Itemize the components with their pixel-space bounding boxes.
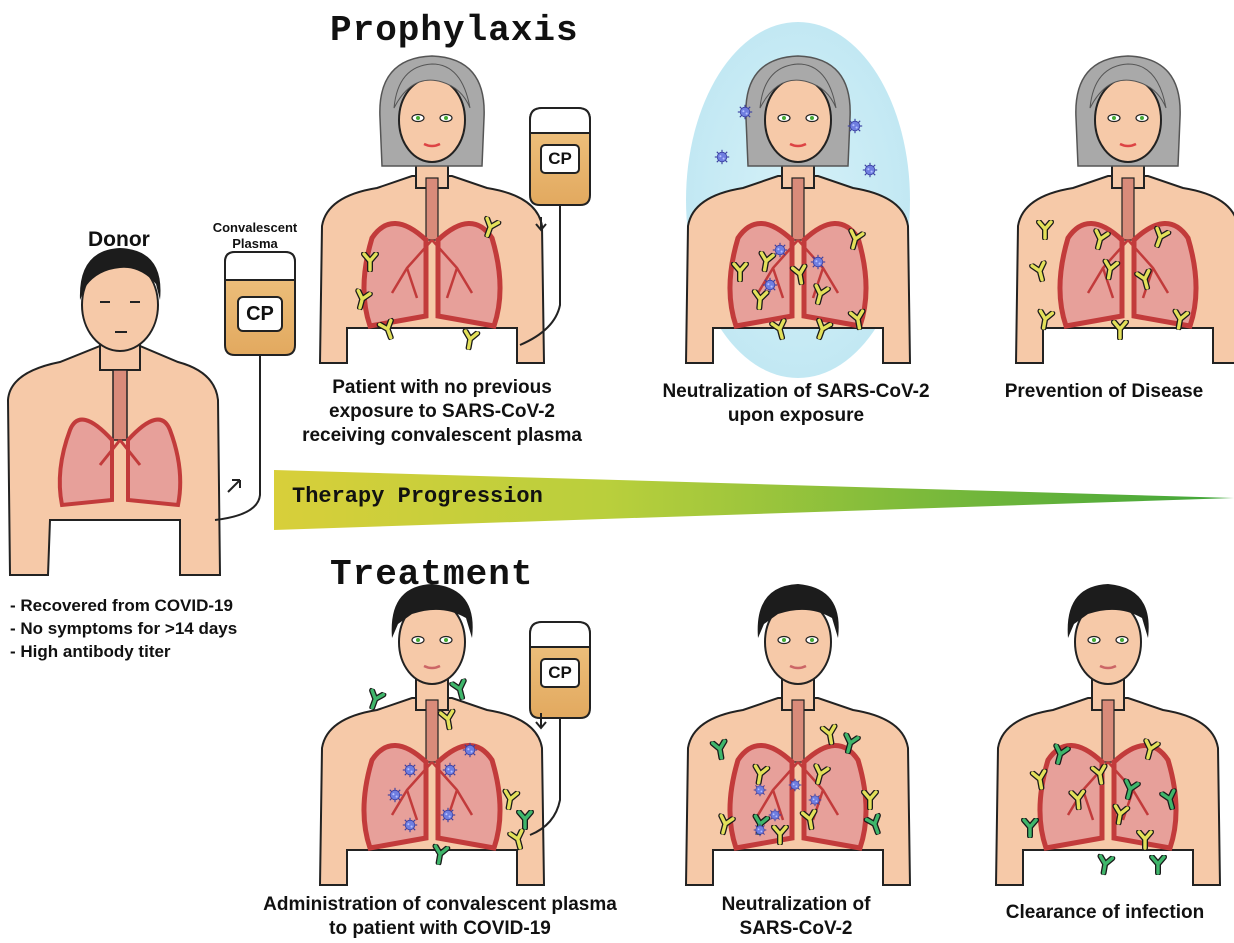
donor-figure	[8, 248, 220, 575]
treatment-patient-3	[996, 584, 1220, 885]
antibody-icon	[463, 331, 478, 349]
prophylaxis-caption-1: Patient with no previous exposure to SAR…	[262, 376, 622, 448]
treatment-patient-1	[320, 584, 544, 885]
virus-icon	[769, 809, 782, 822]
virus-icon	[463, 743, 477, 757]
virus-icon	[863, 163, 877, 177]
treatment-caption-3: Clearance of infection	[980, 901, 1230, 925]
treatment-patient-2	[686, 584, 910, 885]
virus-icon	[443, 763, 457, 777]
virus-icon	[738, 105, 752, 119]
virus-icon	[388, 788, 402, 802]
prophylaxis-patient-1	[320, 56, 544, 363]
donor-bag-label: CP	[238, 303, 282, 326]
antibody-icon	[1152, 857, 1164, 873]
antibody-icon	[367, 690, 384, 709]
donor-criterion: - No symptoms for >14 days	[10, 617, 237, 640]
prophylaxis-caption-2: Neutralization of SARS-CoV-2 upon exposu…	[618, 380, 974, 428]
virus-icon	[763, 278, 777, 292]
virus-icon	[773, 243, 787, 257]
treatment-bag-label: CP	[541, 663, 579, 683]
treatment-caption-2: Neutralization of SARS-CoV-2	[686, 893, 906, 941]
virus-icon	[754, 784, 767, 797]
virus-icon	[848, 119, 862, 133]
donor-criterion: - High antibody titer	[10, 640, 237, 663]
virus-icon	[809, 794, 822, 807]
antibody-icon	[1114, 322, 1126, 338]
antibody-icon	[433, 846, 448, 864]
antibody-icon	[452, 681, 468, 700]
treatment-caption-1: Administration of convalescent plasma to…	[210, 893, 670, 941]
donor-criterion: - Recovered from COVID-19	[10, 594, 237, 617]
prophylaxis-bag-label: CP	[541, 149, 579, 169]
prophylaxis-patient-3	[1016, 56, 1234, 363]
antibody-icon	[1098, 856, 1113, 874]
donor-criteria-list: - Recovered from COVID-19 - No symptoms …	[10, 594, 237, 663]
prophylaxis-caption-3: Prevention of Disease	[978, 380, 1230, 404]
virus-icon	[403, 763, 417, 777]
virus-icon	[789, 779, 802, 792]
virus-icon	[715, 150, 729, 164]
virus-icon	[754, 824, 767, 837]
virus-icon	[811, 255, 825, 269]
virus-icon	[403, 818, 417, 832]
virus-icon	[441, 808, 455, 822]
